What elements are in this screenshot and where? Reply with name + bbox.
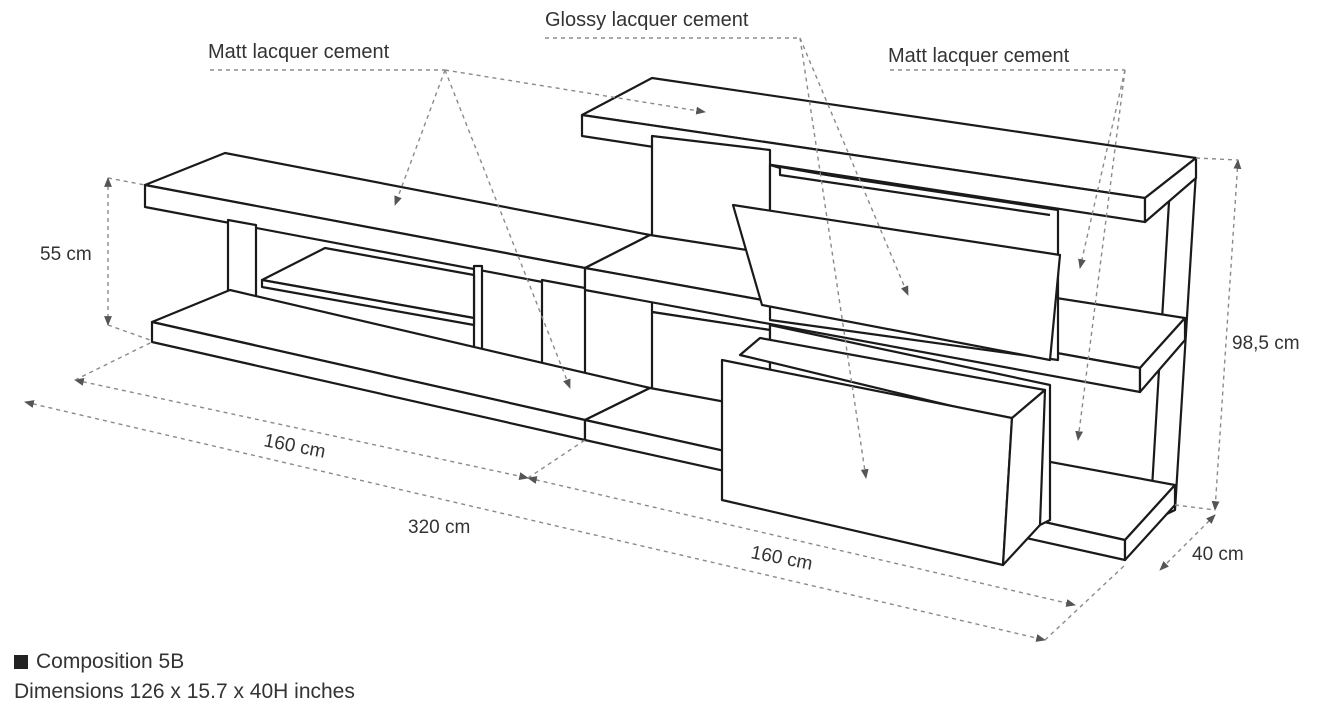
label-matt-right: Matt lacquer cement <box>888 45 1070 67</box>
dim-height-left: 55 cm <box>40 244 92 265</box>
dim-width-total: 320 cm <box>408 517 470 538</box>
dim-depth: 40 cm <box>1192 544 1244 565</box>
furniture-diagram: Matt lacquer cement Glossy lacquer cemen… <box>24 9 1300 642</box>
upper-flap-door <box>731 203 1062 362</box>
caption-dimensions: Dimensions 126 x 15.7 x 40H inches <box>14 680 355 703</box>
dimension-lines <box>24 37 1242 642</box>
dim-width-right: 160 cm <box>749 542 814 575</box>
caption-title-text: Composition 5B <box>36 650 185 673</box>
dim-height-right: 98,5 cm <box>1232 333 1300 354</box>
label-glossy: Glossy lacquer cement <box>545 9 749 31</box>
label-matt-left: Matt lacquer cement <box>208 41 390 63</box>
dim-width-left: 160 cm <box>262 430 327 463</box>
furniture-outline <box>143 76 1198 567</box>
caption-title: Composition 5B <box>14 650 184 674</box>
square-bullet-icon <box>14 655 28 669</box>
